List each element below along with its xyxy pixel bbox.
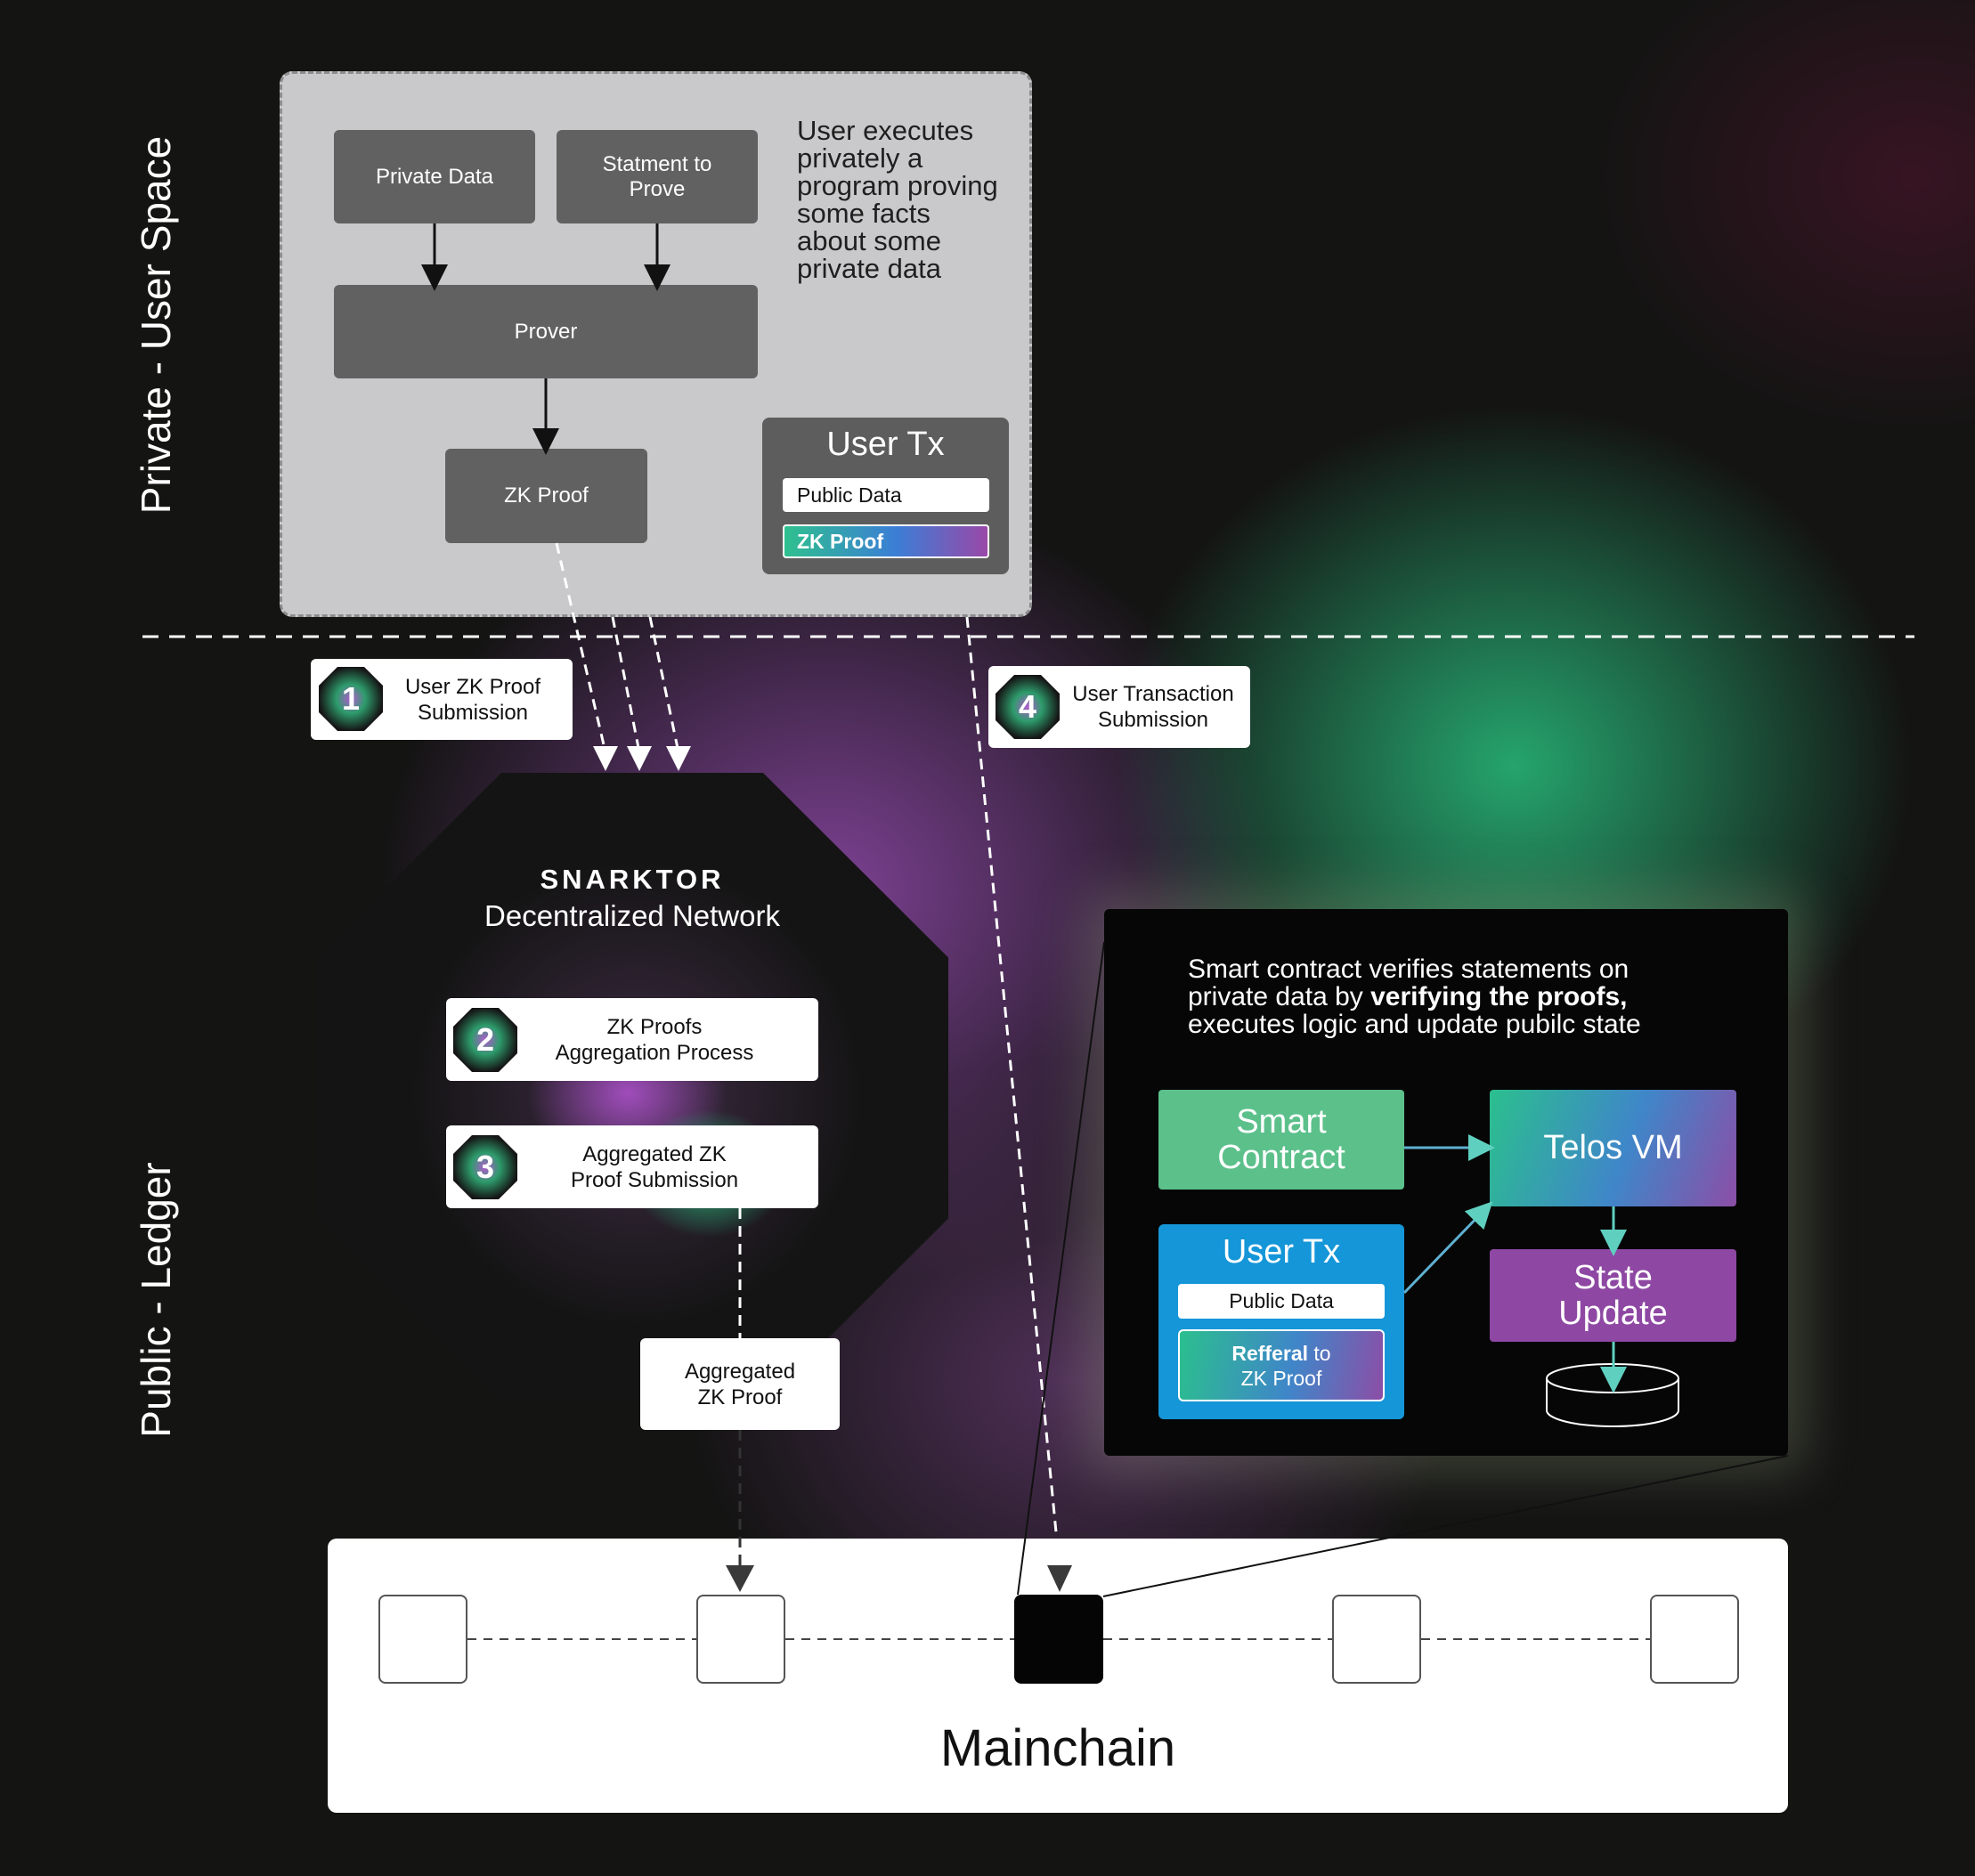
lane-label-private: Private - User Space [133,135,179,515]
mainchain-label: Mainchain [939,1719,1176,1777]
block-4 [1332,1595,1421,1684]
block-1 [378,1595,467,1684]
state-update-box: State Update [1490,1249,1736,1342]
block-3-highlighted [1014,1595,1103,1684]
contract-user-tx-title: User Tx [1222,1233,1341,1271]
prover-box: Prover [334,285,758,378]
private-data-box: Private Data [334,130,535,223]
database-icon [1546,1363,1679,1427]
user-tx-zk-proof: ZK Proof [783,524,989,558]
contract-public-data: Public Data [1178,1284,1385,1319]
network-title: Decentralized Network [484,899,780,932]
svg-text:4: 4 [1019,688,1036,725]
smart-contract-box: Smart Contract [1158,1090,1404,1190]
svg-text:1: 1 [342,680,360,717]
step-3-badge: 3 [453,1135,517,1199]
user-tx-public-data: Public Data [783,478,989,512]
user-tx-title: User Tx [826,426,945,463]
contract-description: Smart contract verifies statements on pr… [1188,954,1641,1039]
snarktor-network [316,773,948,1403]
block-2 [696,1595,785,1684]
lane-label-public: Public - Ledger [133,1162,179,1438]
zk-proof-box: ZK Proof [445,449,647,543]
aggregated-zk-proof-box: Aggregated ZK Proof [640,1338,840,1430]
svg-text:3: 3 [476,1149,494,1185]
svg-text:2: 2 [476,1021,494,1058]
step-2-badge: 2 [453,1008,517,1072]
network-brand: SNARKTOR [540,864,725,895]
step-4-badge: 4 [996,675,1060,739]
step-1-badge: 1 [319,667,383,731]
block-5 [1650,1595,1739,1684]
statement-box: Statment to Prove [557,130,758,223]
referral-to-zk-proof: Refferal to ZK Proof [1178,1329,1385,1401]
telos-vm-box: Telos VM [1490,1090,1736,1206]
private-note: User executes privately a program provin… [797,115,998,284]
